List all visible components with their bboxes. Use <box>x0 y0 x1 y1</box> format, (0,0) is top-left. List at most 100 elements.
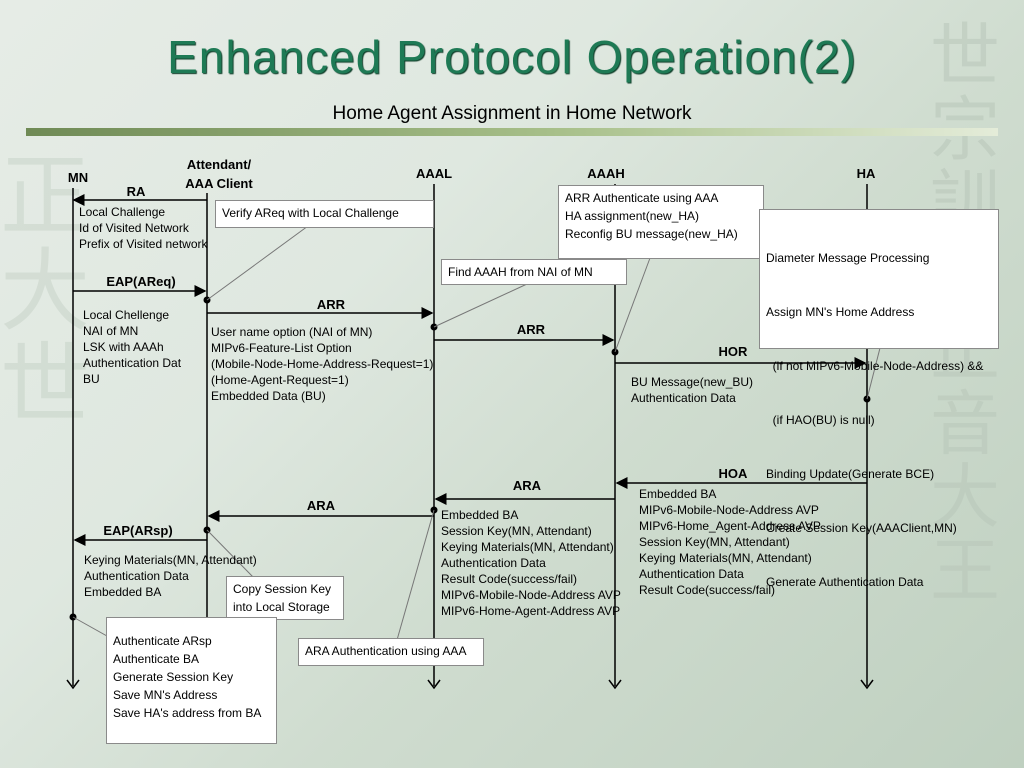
box-diameter-processing: Diameter Message Processing Assign MN's … <box>759 209 999 589</box>
note-line: MIPv6-Feature-List Option <box>211 341 352 355</box>
note-line: Authentication Data <box>631 391 736 405</box>
box-line: ARA Authentication using AAA <box>305 644 467 658</box>
entity-aaal: AAAL <box>416 166 452 181</box>
box-find-aaah: Find AAAH from NAI of MN <box>441 259 627 285</box>
note-line: Embedded BA <box>639 487 717 501</box>
note-line: MIPv6-Mobile-Node-Address AVP <box>441 588 621 602</box>
box-line: (if not MIPv6-Mobile-Node-Address) && <box>766 359 984 373</box>
box-line: Binding Update(Generate BCE) <box>766 467 935 481</box>
note-arr1: User name option (NAI of MN) MIPv6-Featu… <box>211 324 433 404</box>
title-divider <box>26 128 998 136</box>
msg-eap-areq-label: EAP(AReq) <box>106 274 175 289</box>
lifeline-aaah-end <box>608 679 622 690</box>
watermark-glyph: 大 <box>930 456 1000 538</box>
note-line: MIPv6-Home_Agent-Address AVP <box>639 519 821 533</box>
note-line: Authentication Data <box>84 569 189 583</box>
entity-attendant-line1: Attendant/ <box>187 157 252 172</box>
note-line: Id of Visited Network <box>79 221 189 235</box>
note-line: User name option (NAI of MN) <box>211 325 373 339</box>
lifeline-mn-end <box>66 679 80 690</box>
note-line: Prefix of Visited network <box>79 237 208 251</box>
box-line: Authenticate BA <box>113 652 200 666</box>
note-line: Authentication Data <box>639 567 744 581</box>
box-line: Diameter Message Processing <box>766 251 930 265</box>
callout-ara-auth-line <box>396 509 435 641</box>
note-line: MIPv6-Home-Agent-Address AVP <box>441 604 621 618</box>
note-line: Authentication Data <box>441 556 546 570</box>
note-line: Local Challenge <box>79 205 166 219</box>
box-line: Find AAAH from NAI of MN <box>448 265 593 279</box>
note-line: Result Code(success/fail) <box>441 572 578 586</box>
page-subtitle: Home Agent Assignment in Home Network <box>332 103 692 124</box>
note-hoa: Embedded BA MIPv6-Mobile-Node-Address AV… <box>639 486 821 598</box>
box-copy-session-key: Copy Session Key into Local Storage <box>226 576 344 620</box>
msg-arr2-label: ARR <box>517 322 546 337</box>
watermark-glyph: 世 <box>930 15 1000 97</box>
callout-verify-line <box>206 225 309 301</box>
note-line: Session Key(MN, Attendant) <box>441 524 592 538</box>
box-line: ARR Authenticate using AAA <box>565 191 719 205</box>
note-eap-areq: Local Chellenge NAI of MN LSK with AAAh … <box>83 307 181 387</box>
box-line: Authenticate ARsp <box>113 634 212 648</box>
callout-aaah-line <box>614 257 651 353</box>
box-mn-authenticate: Authenticate ARsp Authenticate BA Genera… <box>106 617 277 744</box>
callout-diameter-line <box>866 347 881 400</box>
note-line: Embedded BA <box>84 585 162 599</box>
msg-hoa-label: HOA <box>719 466 749 481</box>
note-line: Local Chellenge <box>83 308 170 322</box>
msg-ara2-label: ARA <box>307 498 336 513</box>
watermark-glyph: 世 <box>0 333 90 438</box>
lifeline-aaal-end <box>427 679 441 690</box>
msg-ra-label: RA <box>127 184 146 199</box>
note-ra: Local Challenge Id of Visited Network Pr… <box>79 204 208 252</box>
entity-mn: MN <box>68 170 88 185</box>
msg-arr1-label: ARR <box>317 297 346 312</box>
note-line: (Home-Agent-Request=1) <box>211 373 349 387</box>
box-line: Create Session Key(AAAClient,MN) <box>766 521 957 535</box>
msg-ara1-label: ARA <box>513 478 542 493</box>
box-line: into Local Storage <box>233 600 330 614</box>
lifeline-ha-end <box>860 679 874 690</box>
note-line: Embedded Data (BU) <box>211 389 326 403</box>
msg-eap-arsp-label: EAP(ARsp) <box>103 523 172 538</box>
note-line: Result Code(success/fail) <box>639 583 776 597</box>
note-eap-arsp: Keying Materials(MN, Attendant) Authenti… <box>84 552 257 600</box>
note-line: NAI of MN <box>83 324 139 338</box>
entity-ha: HA <box>857 166 876 181</box>
note-ara: Embedded BA Session Key(MN, Attendant) K… <box>441 507 621 619</box>
box-verify-areq: Verify AReq with Local Challenge <box>215 200 434 228</box>
note-line: Keying Materials(MN, Attendant) <box>441 540 614 554</box>
watermark-glyph: 王 <box>930 529 1000 612</box>
entity-attendant-line2: AAA Client <box>185 176 253 191</box>
box-line: Assign MN's Home Address <box>766 305 915 319</box>
note-line: Session Key(MN, Attendant) <box>639 535 790 549</box>
note-line: (Mobile-Node-Home-Address-Request=1) <box>211 357 434 371</box>
note-line: LSK with AAAh <box>83 340 164 354</box>
box-line: Reconfig BU message(new_HA) <box>565 227 738 241</box>
note-line: Embedded BA <box>441 508 519 522</box>
note-line: Keying Materials(MN, Attendant) <box>84 553 257 567</box>
box-line: Copy Session Key <box>233 582 332 596</box>
note-line: BU <box>83 372 100 386</box>
callout-copy-line <box>206 529 255 579</box>
note-line: Keying Materials(MN, Attendant) <box>639 551 812 565</box>
callout-authenticate-line <box>72 616 108 637</box>
box-line: Verify AReq with Local Challenge <box>222 206 399 220</box>
page-title: Enhanced Protocol Operation(2) <box>167 31 857 83</box>
box-ara-authentication: ARA Authentication using AAA <box>298 638 484 666</box>
note-hor: BU Message(new_BU) Authentication Data <box>631 374 753 406</box>
box-line: Generate Session Key <box>113 670 234 684</box>
note-line: BU Message(new_BU) <box>631 375 754 389</box>
box-line: Generate Authentication Data <box>766 575 924 589</box>
callout-find-line <box>433 283 528 328</box>
box-line: Save HA's address from BA <box>113 706 262 720</box>
watermark-glyph: 音 <box>930 382 1000 465</box>
box-line: Save MN's Address <box>113 688 218 702</box>
msg-hor-label: HOR <box>719 344 749 359</box>
box-line: HA assignment(new_HA) <box>565 209 700 223</box>
box-aaah-authenticate: ARR Authenticate using AAA HA assignment… <box>558 185 764 259</box>
note-line: MIPv6-Mobile-Node-Address AVP <box>639 503 819 517</box>
box-line: (if HAO(BU) is null) <box>766 413 875 427</box>
entity-aaah: AAAH <box>587 166 625 181</box>
note-line: Authentication Dat <box>83 356 182 370</box>
